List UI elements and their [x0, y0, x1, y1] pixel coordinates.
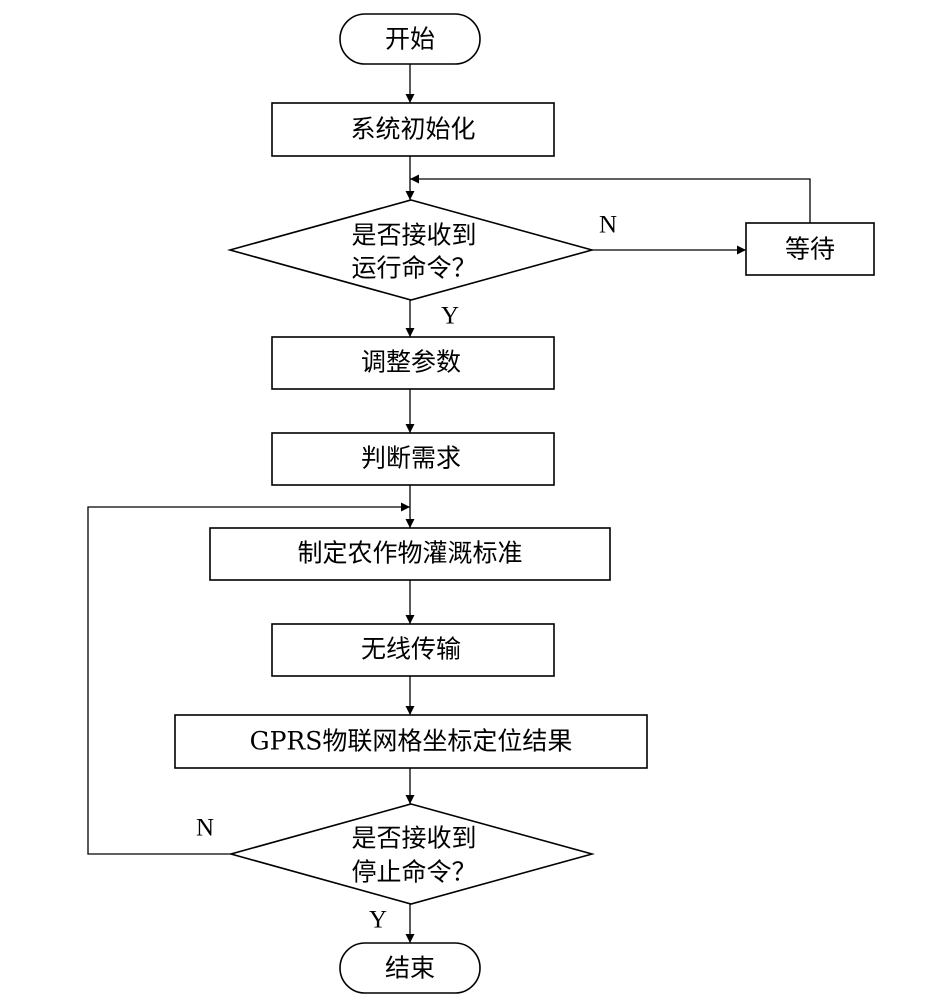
wait-process: 等待 — [745, 222, 875, 276]
init-process: 系统初始化 — [271, 102, 555, 157]
wireless-label: 无线传输 — [361, 635, 461, 664]
standard-process: 制定农作物灌溉标准 — [209, 527, 611, 581]
stop-command-decision: 是否接收到 停止命令？ — [228, 803, 596, 905]
wait-label: 等待 — [785, 235, 835, 264]
judge-process: 判断需求 — [271, 432, 555, 486]
stop-yes-label: Y — [369, 907, 387, 934]
arrow-wait-loop-back — [410, 174, 811, 223]
run-decision-label-line2: 运行命令？ — [351, 254, 476, 283]
run-decision-label-line1: 是否接收到 — [351, 221, 476, 250]
judge-label: 判断需求 — [361, 444, 461, 473]
run-command-decision: 是否接收到 运行命令？ — [226, 199, 596, 301]
gprs-process: GPRS物联网格坐标定位结果 — [174, 714, 648, 769]
init-label: 系统初始化 — [350, 115, 475, 144]
gprs-label: GPRS物联网格坐标定位结果 — [250, 727, 573, 756]
start-label: 开始 — [385, 25, 435, 54]
stop-no-label: N — [196, 815, 214, 842]
adjust-process: 调整参数 — [271, 336, 555, 390]
stop-decision-label-line1: 是否接收到 — [351, 824, 476, 853]
standard-label: 制定农作物灌溉标准 — [297, 539, 522, 568]
wireless-process: 无线传输 — [271, 623, 555, 677]
start-terminal: 开始 — [339, 13, 481, 65]
adjust-label: 调整参数 — [361, 348, 461, 377]
run-no-label: N — [599, 212, 617, 239]
arrow-stop-no-loop-back — [87, 502, 410, 855]
end-label: 结束 — [385, 954, 435, 983]
run-yes-label: Y — [441, 303, 459, 330]
end-terminal: 结束 — [339, 942, 481, 994]
stop-decision-label-line2: 停止命令？ — [351, 858, 476, 887]
